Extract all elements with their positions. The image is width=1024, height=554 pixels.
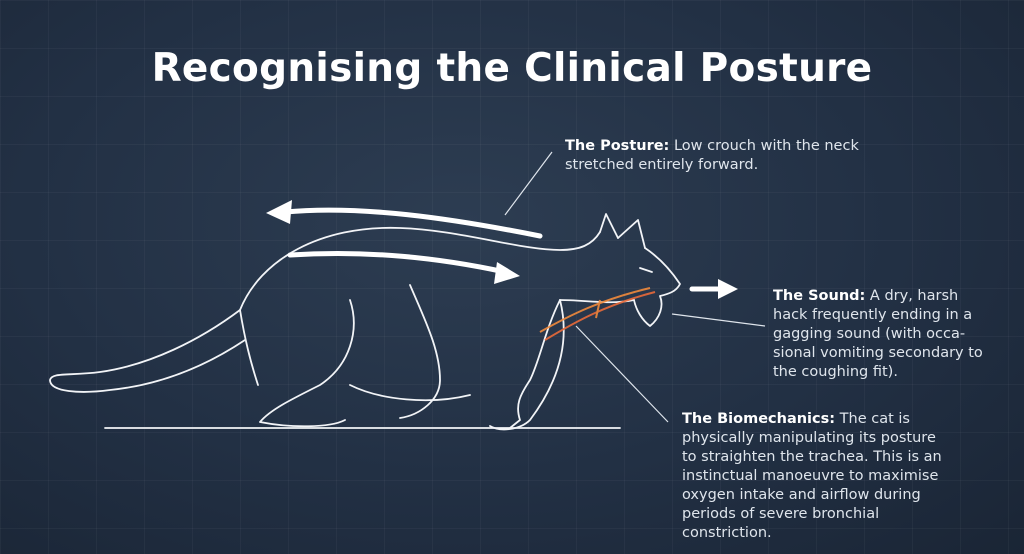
cat-ear-left	[599, 213, 619, 239]
posture-annotation: The Posture: Low crouch with the neck st…	[565, 137, 875, 175]
posture-text: Low crouch with the neck stretched entir…	[565, 138, 859, 173]
cat-hind-haunch	[239, 309, 259, 386]
trachea	[539, 287, 656, 341]
biomechanics-text: The cat is physically manipulating its p…	[682, 411, 942, 541]
sound-leader-line	[671, 313, 766, 327]
posture-leader-line	[504, 151, 553, 216]
cat-front-leg	[489, 299, 565, 431]
cat-head	[633, 247, 681, 327]
sound-text: A dry, harsh hack frequently ending in a…	[773, 288, 983, 380]
cat-eye	[639, 267, 653, 273]
cat-belly	[349, 384, 471, 402]
cat-back	[239, 226, 601, 311]
biomechanics-leader-line	[575, 325, 669, 423]
cat-chest	[509, 299, 561, 429]
biomechanics-label: The Biomechanics:	[682, 411, 836, 427]
posture-label: The Posture:	[565, 138, 670, 154]
arrow-upper	[282, 207, 543, 239]
arrowhead-left-icon	[266, 200, 292, 224]
cat-hind-leg	[259, 299, 355, 428]
page-title: Recognising the Clinical Posture	[151, 46, 873, 91]
sound-label: The Sound:	[773, 288, 866, 304]
cat-tail	[49, 309, 246, 393]
biomechanics-annotation: The Biomechanics: The cat is physically …	[682, 410, 954, 543]
arrow-lower	[287, 251, 508, 275]
sound-annotation: The Sound: A dry, harsh hack frequently …	[773, 287, 988, 382]
arrowhead-right-icon	[494, 262, 520, 284]
arrowhead-right-icon	[718, 279, 738, 299]
cat-front-shoulder	[399, 284, 441, 419]
cat-ear-right	[617, 219, 646, 249]
